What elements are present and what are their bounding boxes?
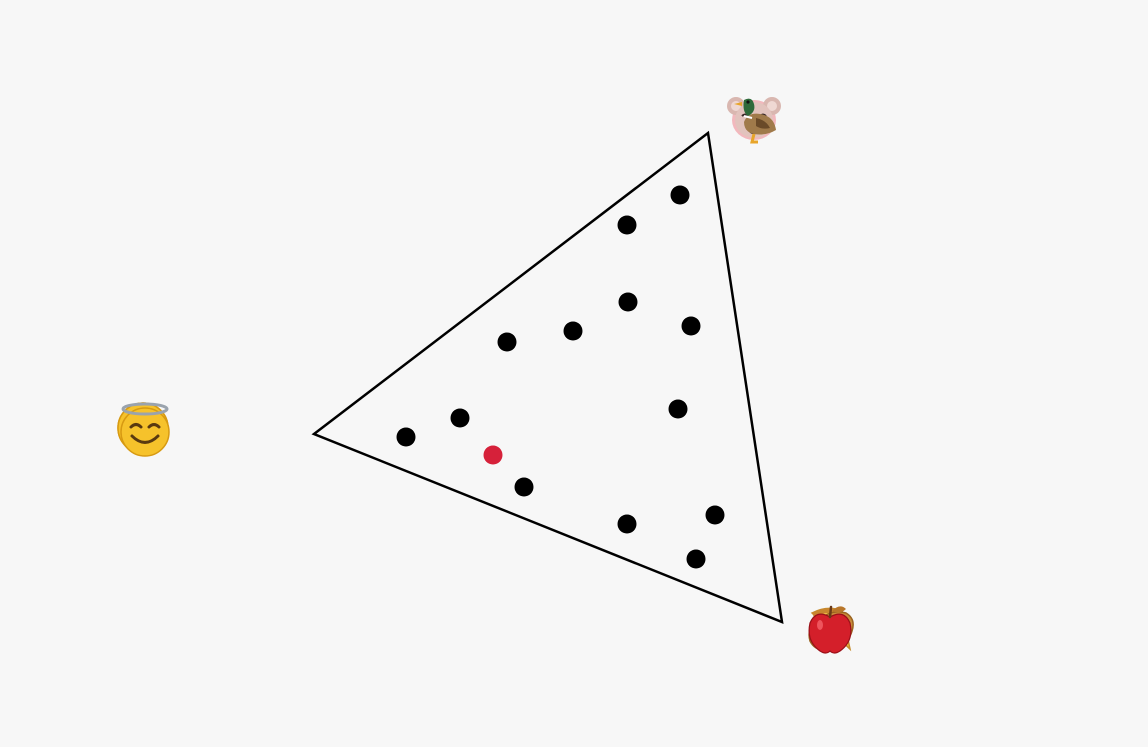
vertex-top-right-icons [726,90,912,148]
vertex-bottom-right-icons [802,601,988,659]
data-point [396,427,416,447]
data-point [670,185,690,205]
koala-face-icon [727,90,846,148]
data-point [681,316,701,336]
data-point [668,399,688,419]
data-point [617,215,637,235]
duck-icon [734,90,908,148]
data-point [450,408,470,428]
vertex-left-icons [116,401,302,459]
data-point [705,505,725,525]
potato-icon [808,601,922,659]
apple-icon [808,601,984,659]
data-point [497,332,517,352]
data-point [514,477,534,497]
data-point [563,321,583,341]
points-layer [396,185,725,569]
highlighted-point [483,445,503,465]
data-point [618,292,638,312]
data-point [686,549,706,569]
triangle-outline [311,130,784,624]
data-point [617,514,637,534]
smiling-halo-face-icon [120,401,298,459]
winking-tongue-face-icon [117,401,236,459]
